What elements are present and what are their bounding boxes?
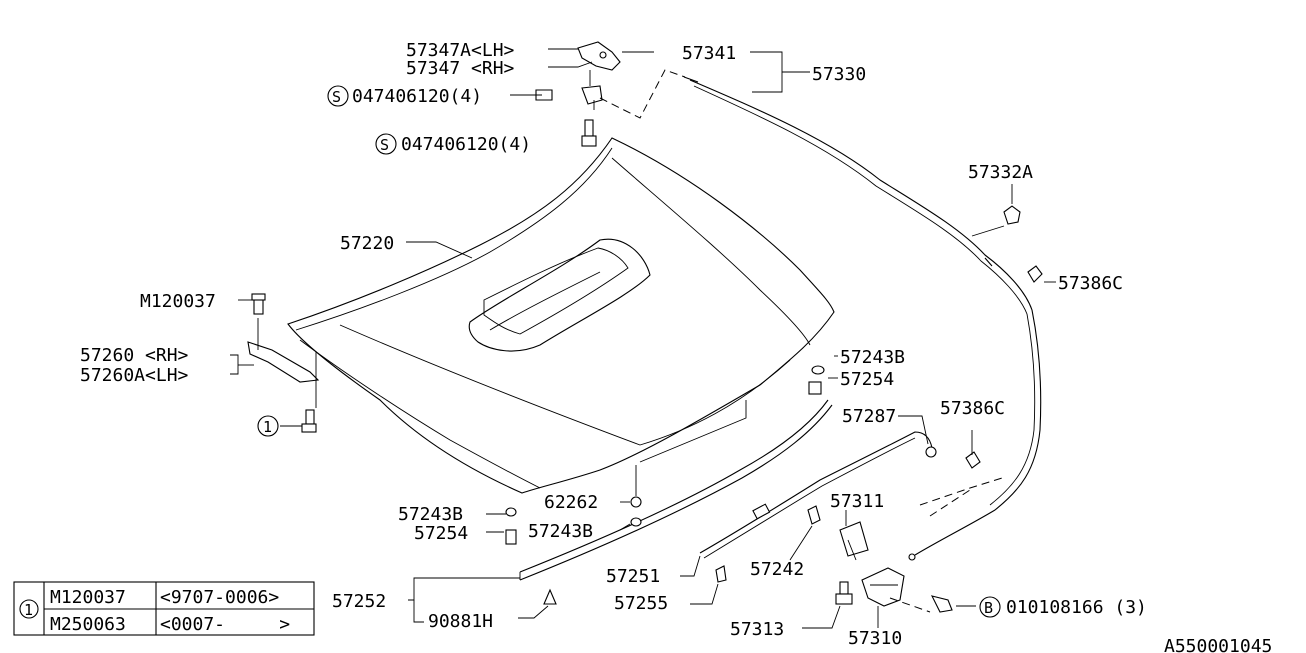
label-57255: 57255: [614, 593, 668, 614]
bolt-010108166: [930, 595, 953, 613]
diagram-id: A550001045: [1164, 636, 1272, 653]
legend-ref: 1: [24, 601, 33, 619]
weatherstrip: [519, 399, 833, 581]
label-57347A: 57347A<LH>: [406, 40, 515, 61]
hood-panel: [287, 137, 835, 494]
release-lever: [699, 431, 937, 559]
label-047406120-b: 047406120(4): [401, 134, 531, 155]
label-57313: 57313: [730, 619, 784, 640]
label-57252: 57252: [332, 591, 386, 612]
label-57243B-b: 57243B: [398, 504, 463, 525]
hinge-57260: [247, 293, 320, 433]
clip-57255: [715, 565, 727, 583]
legend-range-1: <9707-0006>: [160, 587, 279, 608]
label-57243B-c: 57243B: [528, 521, 593, 542]
label-57243B-a: 57243B: [840, 347, 905, 368]
label-57330: 57330: [812, 64, 866, 85]
label-57287: 57287: [842, 406, 896, 427]
s-marker-2: S: [380, 136, 389, 154]
label-57251: 57251: [606, 566, 660, 587]
label-57311: 57311: [830, 491, 884, 512]
hood-bracket-57347: [577, 41, 621, 105]
label-57386C-a: 57386C: [1058, 273, 1123, 294]
ref-marker-1: 1: [263, 418, 272, 436]
callout-labels: 57347A<LH> 57347 <RH> 57341 57330 S 0474…: [80, 40, 1272, 653]
clip-57386C-a: [1027, 265, 1043, 283]
label-57310: 57310: [848, 628, 902, 649]
label-57332A: 57332A: [968, 162, 1033, 183]
legend-part-1: M120037: [50, 587, 126, 608]
legend-part-2: M250063: [50, 614, 126, 635]
bolt-57313: [835, 581, 853, 605]
label-M120037: M120037: [140, 291, 216, 312]
clip-62262: [630, 496, 642, 527]
bumper-57254: [505, 365, 825, 545]
label-57347: 57347 <RH>: [406, 58, 515, 79]
label-57254-b: 57254: [414, 523, 468, 544]
label-047406120-a: 047406120(4): [352, 86, 482, 107]
label-57341: 57341: [682, 43, 736, 64]
clip-57242: [807, 505, 821, 525]
label-90881H: 90881H: [428, 611, 493, 632]
label-57220: 57220: [340, 233, 394, 254]
label-57260A: 57260A<LH>: [80, 365, 189, 386]
bolt-047406120-b: [581, 119, 597, 147]
leader-lines: [230, 48, 1056, 629]
s-marker-1: S: [332, 88, 341, 106]
grommet-57332A: [1003, 205, 1021, 225]
b-marker: B: [984, 599, 993, 617]
legend-range-2: <0007- >: [160, 614, 290, 635]
label-57260: 57260 <RH>: [80, 345, 189, 366]
clip-90881H: [543, 588, 557, 605]
clip-57386C-b: [965, 430, 981, 469]
label-57242: 57242: [750, 559, 804, 580]
label-62262: 62262: [544, 492, 598, 513]
label-57386C-b: 57386C: [940, 398, 1005, 419]
label-57254-a: 57254: [840, 369, 894, 390]
legend-table: 1 M120037 <9707-0006> M250063 <0007- >: [13, 581, 315, 636]
bolt-047406120-a: [510, 89, 553, 101]
label-010108166: 010108166 (3): [1006, 597, 1147, 618]
release-cable: [683, 76, 1042, 561]
latch-57310: [861, 567, 931, 613]
striker-57311: [839, 521, 869, 561]
